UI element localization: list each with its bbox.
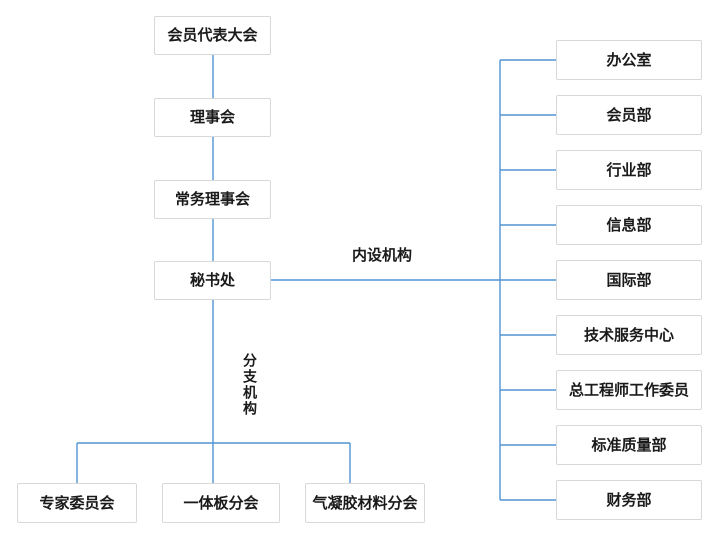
node-expert-committee: 专家委员会 bbox=[17, 483, 137, 523]
node-industry-dept: 行业部 bbox=[556, 150, 702, 190]
edge-label-branch-orgs: 分支机构 bbox=[242, 353, 258, 417]
node-office: 办公室 bbox=[556, 40, 702, 80]
edge-label-internal-orgs: 内设机构 bbox=[352, 247, 413, 264]
node-secretariat: 秘书处 bbox=[154, 261, 271, 300]
node-information-dept: 信息部 bbox=[556, 205, 702, 245]
node-international-dept: 国际部 bbox=[556, 260, 702, 300]
node-tech-service-center: 技术服务中心 bbox=[556, 315, 702, 355]
node-council: 理事会 bbox=[154, 98, 271, 137]
node-finance-dept: 财务部 bbox=[556, 480, 702, 520]
node-standing-council: 常务理事会 bbox=[154, 180, 271, 219]
node-integrated-panel-branch: 一体板分会 bbox=[162, 483, 280, 523]
node-membership-dept: 会员部 bbox=[556, 95, 702, 135]
node-standards-quality-dept: 标准质量部 bbox=[556, 425, 702, 465]
node-member-assembly: 会员代表大会 bbox=[154, 16, 271, 55]
node-chief-engineer-committee: 总工程师工作委员 bbox=[556, 370, 702, 410]
node-aerogel-materials-branch: 气凝胶材料分会 bbox=[305, 483, 425, 523]
